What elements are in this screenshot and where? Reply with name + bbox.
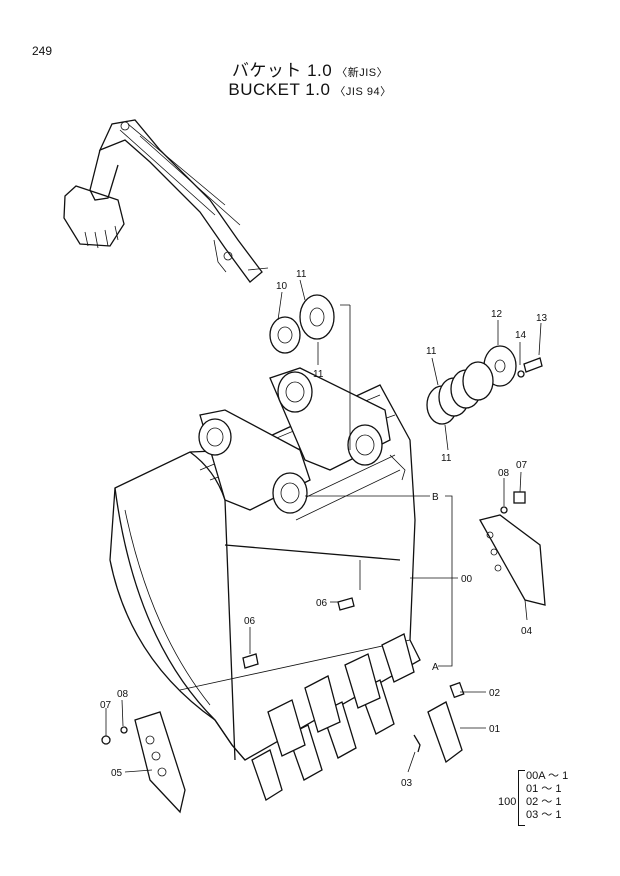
callout-04: 04 [521,626,533,637]
callout-02: 02 [489,688,501,699]
shims-and-plates [269,294,517,425]
quantity-bracket [518,770,525,826]
title-english-text: BUCKET 1.0 [228,80,331,99]
callout-06-left: 06 [244,616,256,627]
callout-10: 10 [276,281,288,292]
quantity-rows: 00A ～ 1 01 ～ 1 02 ～ 1 03 ～ 1 [526,770,568,822]
pin-bosses [198,371,383,514]
quantity-row: 01 ～ 1 [526,783,562,795]
callout-labels: 10 11 11 11 11 12 13 14 B 00 A 06 06 08 … [100,269,548,789]
quantity-total: 100 [498,796,517,808]
callout-06-center: 06 [316,598,328,609]
callout-13: 13 [536,313,548,324]
small-hardware [101,357,543,745]
callout-11-bottom: 11 [441,453,452,464]
callout-14: 14 [515,330,527,341]
callout-08-right: 08 [498,468,510,479]
callout-08-left: 08 [117,689,129,700]
bucket-teeth [251,633,465,801]
title-english: BUCKET 1.0〈JIS 94〉 [0,80,620,100]
excavator-arm-thumbnail [63,119,269,283]
callout-05: 05 [111,768,123,779]
callout-00: 00 [461,574,473,585]
side-cutters [134,514,546,814]
title-japanese-text: バケット 1.0 [231,61,333,80]
callout-11-right: 11 [426,346,437,357]
title-english-note: 〈JIS 94〉 [334,86,392,98]
leader-lines [105,279,542,773]
quantity-row: 03 ～ 1 [526,809,562,821]
title-japanese: バケット 1.0〈新JIS〉 [0,56,620,81]
callout-01: 01 [489,724,501,735]
page-number: 249 [32,44,53,58]
callout-03: 03 [401,778,413,789]
callout-07-left: 07 [100,700,112,711]
callout-11-lower: 11 [313,369,324,380]
quantity-row: 00A ～ 1 [526,770,569,782]
callout-ref-a: A [432,662,439,673]
callout-ref-b: B [432,492,439,503]
quantity-row: 02 ～ 1 [526,796,562,808]
callout-07-right: 07 [516,460,528,471]
callout-12: 12 [491,309,503,320]
title-japanese-note: 〈新JIS〉 [336,67,389,79]
callout-11-top: 11 [296,269,307,280]
